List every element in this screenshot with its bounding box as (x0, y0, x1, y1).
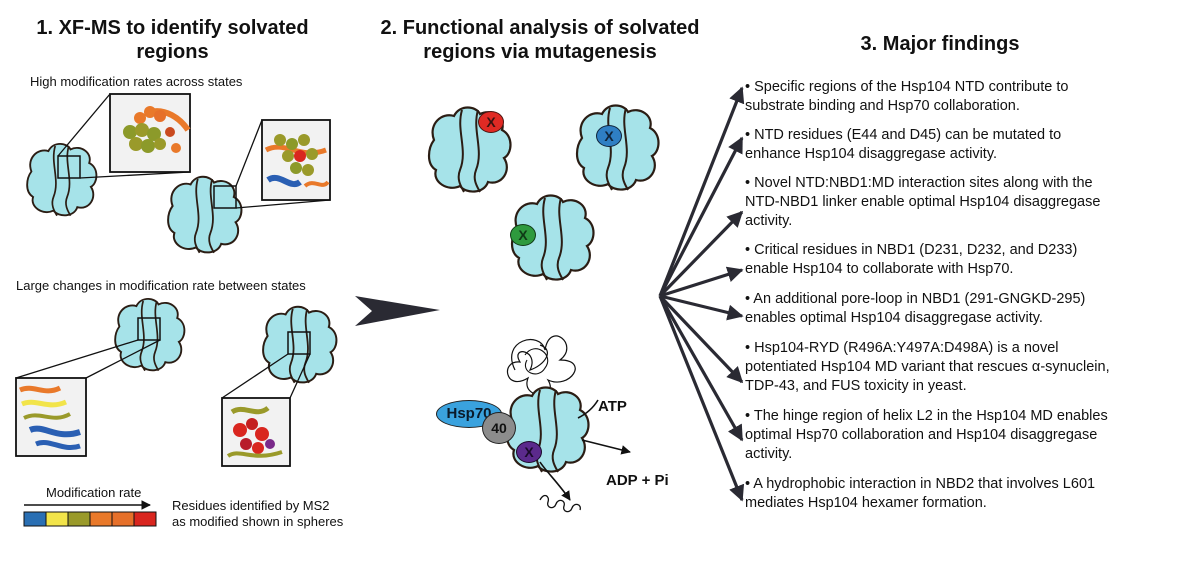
finding-item: • The hinge region of helix L2 in the Hs… (745, 407, 1185, 464)
finding-arrow (659, 294, 744, 321)
finding-item: • Novel NTD:NBD1:MD interaction sites al… (745, 174, 1185, 231)
finding-line: • NTD residues (E44 and D45) can be muta… (745, 127, 1062, 143)
colorbar-segment (67, 511, 91, 527)
panel2-title-line1: 2. Functional analysis of solvated (380, 17, 700, 39)
finding-arrow (658, 294, 744, 384)
panel1-title-line1: 1. XF-MS to identify solvated (36, 17, 309, 39)
aggregate-tangle (506, 335, 576, 396)
legend-description-line1: Residues identified by MS2 (172, 498, 330, 513)
finding-arrow (658, 210, 744, 298)
label-large-changes: Large changes in modification rate betwe… (16, 278, 306, 293)
finding-line: activity. (745, 446, 793, 462)
colorbar-segment (133, 511, 157, 527)
findings-arrow-fan (658, 86, 745, 502)
legend-description: Residues identified by MS2 as modified s… (172, 498, 372, 530)
finding-line: • Hsp104-RYD (R496A:Y497A:D498A) is a no… (745, 340, 1059, 356)
finding-arrow (658, 136, 744, 297)
finding-line: • An additional pore-loop in NBD1 (291-G… (745, 291, 1086, 307)
finding-line: activity. (745, 213, 793, 229)
panel1-zoom-inset-2 (235, 119, 331, 209)
panel1-zoom-inset-3 (15, 377, 87, 457)
finding-arrow (658, 295, 745, 502)
modification-rate-colorbar (23, 511, 157, 527)
finding-line: optimal Hsp70 collaboration and Hsp104 d… (745, 427, 1098, 443)
transition-arrow (355, 296, 440, 326)
mutation-marker-green: X (510, 224, 536, 246)
panel2-title-line2: regions via mutagenesis (423, 41, 657, 63)
finding-line: mediates Hsp104 hexamer formation. (745, 495, 987, 511)
hsp40-badge: 40 (482, 412, 516, 444)
panel1-zoom-inset-4 (221, 397, 291, 467)
colorbar-segment (89, 511, 113, 527)
finding-line: potentiated Hsp104 MD variant that rescu… (745, 359, 1110, 375)
panel3-title: 3. Major findings (860, 33, 1020, 55)
colorbar-segment (45, 511, 69, 527)
colorbar-segment (111, 511, 135, 527)
finding-item: • Critical residues in NBD1 (D231, D232,… (745, 241, 1185, 279)
mutation-marker-blue: X (596, 125, 622, 147)
finding-line: • Critical residues in NBD1 (D231, D232,… (745, 242, 1078, 258)
panel1-bottom-protein-right (221, 307, 336, 399)
panel2-protein-blue-mutation (577, 106, 659, 191)
finding-line: • The hinge region of helix L2 in the Hs… (745, 408, 1108, 424)
panel1-bottom-protein-left (15, 299, 184, 379)
finding-line: • Specific regions of the Hsp104 NTD con… (745, 79, 1069, 95)
finding-arrow (658, 86, 745, 297)
label-high-modification: High modification rates across states (30, 74, 243, 89)
panel1-zoom-inset-1 (57, 93, 191, 179)
finding-line: TDP-43, and FUS toxicity in yeast. (745, 378, 967, 394)
finding-item: • A hydrophobic interaction in NBD2 that… (745, 475, 1185, 513)
colorbar-segment (23, 511, 47, 527)
adp-pi-label: ADP + Pi (606, 472, 669, 489)
panel1-top-protein-left (27, 144, 96, 216)
finding-line: enables optimal Hsp104 disaggregase acti… (745, 310, 1043, 326)
finding-item: • Specific regions of the Hsp104 NTD con… (745, 78, 1185, 116)
mutation-marker-purple: X (516, 441, 542, 463)
finding-line: enhance Hsp104 disaggregase activity. (745, 146, 998, 162)
finding-item: • An additional pore-loop in NBD1 (291-G… (745, 290, 1185, 328)
finding-line: enable Hsp104 to collaborate with Hsp70. (745, 261, 1014, 277)
panel1-top-protein-right (168, 177, 241, 253)
finding-item: • NTD residues (E44 and D45) can be muta… (745, 126, 1185, 164)
finding-arrow (658, 295, 744, 442)
legend-title: Modification rate (46, 485, 142, 500)
substrate-path-arrows (539, 399, 631, 501)
panel1-title-line2: regions (136, 41, 209, 63)
mutation-marker-red: X (478, 111, 504, 133)
legend-description-line2: as modified shown in spheres (172, 514, 344, 529)
panel2-title: 2. Functional analysis of solvated regio… (372, 16, 708, 64)
finding-line: substrate binding and Hsp70 collaboratio… (745, 98, 1020, 114)
finding-item: • Hsp104-RYD (R496A:Y497A:D498A) is a no… (745, 339, 1185, 396)
finding-line: • Novel NTD:NBD1:MD interaction sites al… (745, 175, 1093, 191)
finding-line: • A hydrophobic interaction in NBD2 that… (745, 476, 1096, 492)
unfolded-polypeptide (539, 494, 581, 513)
finding-line: NTD-NBD1 linker enable optimal Hsp104 di… (745, 194, 1101, 210)
atp-label: ATP (598, 398, 627, 415)
panel1-title: 1. XF-MS to identify solvated regions (0, 16, 345, 64)
finding-arrow (659, 266, 744, 298)
